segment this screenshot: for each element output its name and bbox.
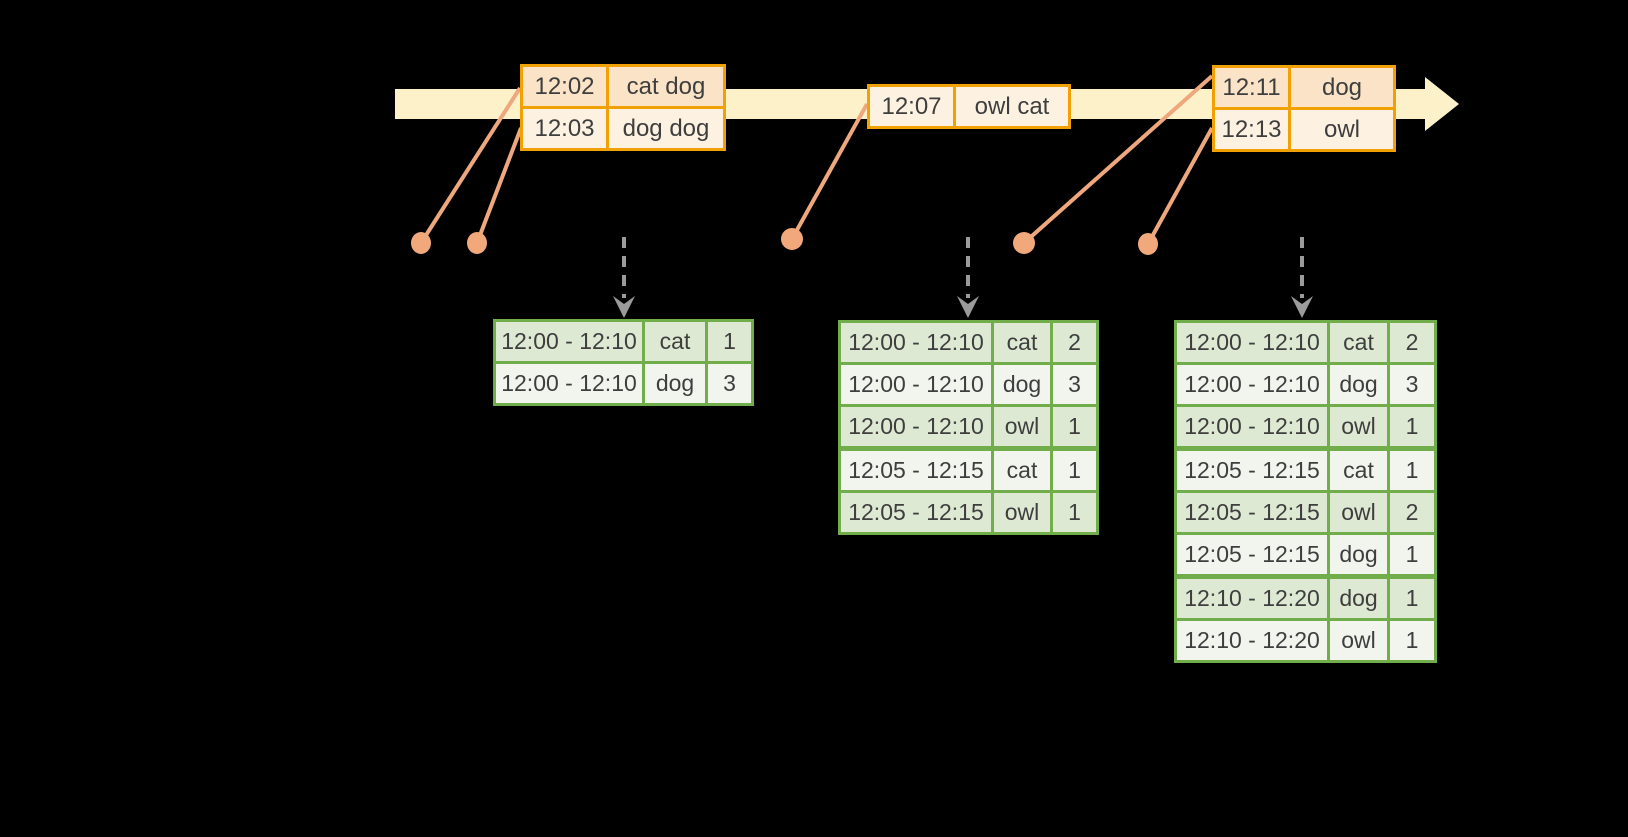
word-cell: dog	[642, 361, 708, 406]
count-cell: 1	[1387, 404, 1437, 450]
event-dot	[781, 228, 803, 250]
event-time-cell: 12:13	[1212, 107, 1291, 152]
window-cell: 12:00 - 12:10	[838, 320, 994, 365]
down-arrow-icon	[1291, 296, 1313, 318]
event-words-cell: cat dog	[606, 64, 726, 109]
event-words-cell: owl	[1288, 107, 1396, 152]
word-cell: dog	[1327, 362, 1390, 407]
event-words-cell: dog dog	[606, 106, 726, 151]
word-cell: dog	[991, 362, 1053, 407]
word-cell: cat	[1327, 320, 1390, 365]
window-cell: 12:00 - 12:10	[493, 319, 645, 364]
down-arrow-icon	[957, 296, 979, 318]
word-cell: cat	[642, 319, 708, 364]
window-cell: 12:00 - 12:10	[1174, 320, 1330, 365]
count-cell: 3	[705, 361, 754, 406]
window-cell: 12:00 - 12:10	[1174, 404, 1330, 450]
window-cell: 12:00 - 12:10	[1174, 362, 1330, 407]
window-cell: 12:10 - 12:20	[1174, 574, 1330, 621]
count-cell: 2	[1387, 490, 1437, 535]
window-cell: 12:05 - 12:15	[838, 446, 994, 493]
window-cell: 12:00 - 12:10	[493, 361, 645, 406]
event-connector-line	[419, 86, 522, 245]
word-cell: dog	[1327, 532, 1390, 578]
event-connector-line	[1022, 74, 1214, 245]
window-cell: 12:05 - 12:15	[1174, 490, 1330, 535]
count-cell: 2	[1387, 320, 1437, 365]
event-dot	[1013, 232, 1035, 254]
word-cell: cat	[1327, 446, 1390, 493]
event-words-cell: dog	[1288, 65, 1396, 110]
word-cell: owl	[1327, 490, 1390, 535]
count-cell: 1	[1387, 618, 1437, 663]
count-cell: 1	[1387, 574, 1437, 621]
event-words-cell: owl cat	[953, 84, 1071, 129]
event-dot	[1138, 233, 1158, 255]
window-cell: 12:00 - 12:10	[838, 404, 994, 450]
event-connector-line	[790, 103, 869, 240]
word-cell: owl	[991, 490, 1053, 535]
count-cell: 1	[705, 319, 754, 364]
event-time-cell: 12:02	[520, 64, 609, 109]
window-cell: 12:05 - 12:15	[1174, 532, 1330, 578]
word-cell: dog	[1327, 574, 1390, 621]
count-cell: 1	[1050, 490, 1099, 535]
down-arrow-icon	[613, 296, 635, 318]
window-cell: 12:00 - 12:10	[838, 362, 994, 407]
word-cell: owl	[1327, 618, 1390, 663]
event-time-cell: 12:11	[1212, 65, 1291, 110]
count-cell: 3	[1387, 362, 1437, 407]
window-cell: 12:10 - 12:20	[1174, 618, 1330, 663]
word-cell: cat	[991, 320, 1053, 365]
word-cell: owl	[991, 404, 1053, 450]
event-time-cell: 12:07	[867, 84, 956, 129]
count-cell: 3	[1050, 362, 1099, 407]
event-dot	[411, 232, 431, 254]
word-cell: owl	[1327, 404, 1390, 450]
event-dot	[467, 232, 487, 254]
window-cell: 12:05 - 12:15	[1174, 446, 1330, 493]
event-time-cell: 12:03	[520, 106, 609, 151]
count-cell: 1	[1050, 404, 1099, 450]
word-cell: cat	[991, 446, 1053, 493]
event-connector-line	[1146, 127, 1214, 245]
count-cell: 2	[1050, 320, 1099, 365]
window-cell: 12:05 - 12:15	[838, 490, 994, 535]
count-cell: 1	[1387, 446, 1437, 493]
event-connector-line	[475, 127, 523, 244]
count-cell: 1	[1050, 446, 1099, 493]
count-cell: 1	[1387, 532, 1437, 578]
